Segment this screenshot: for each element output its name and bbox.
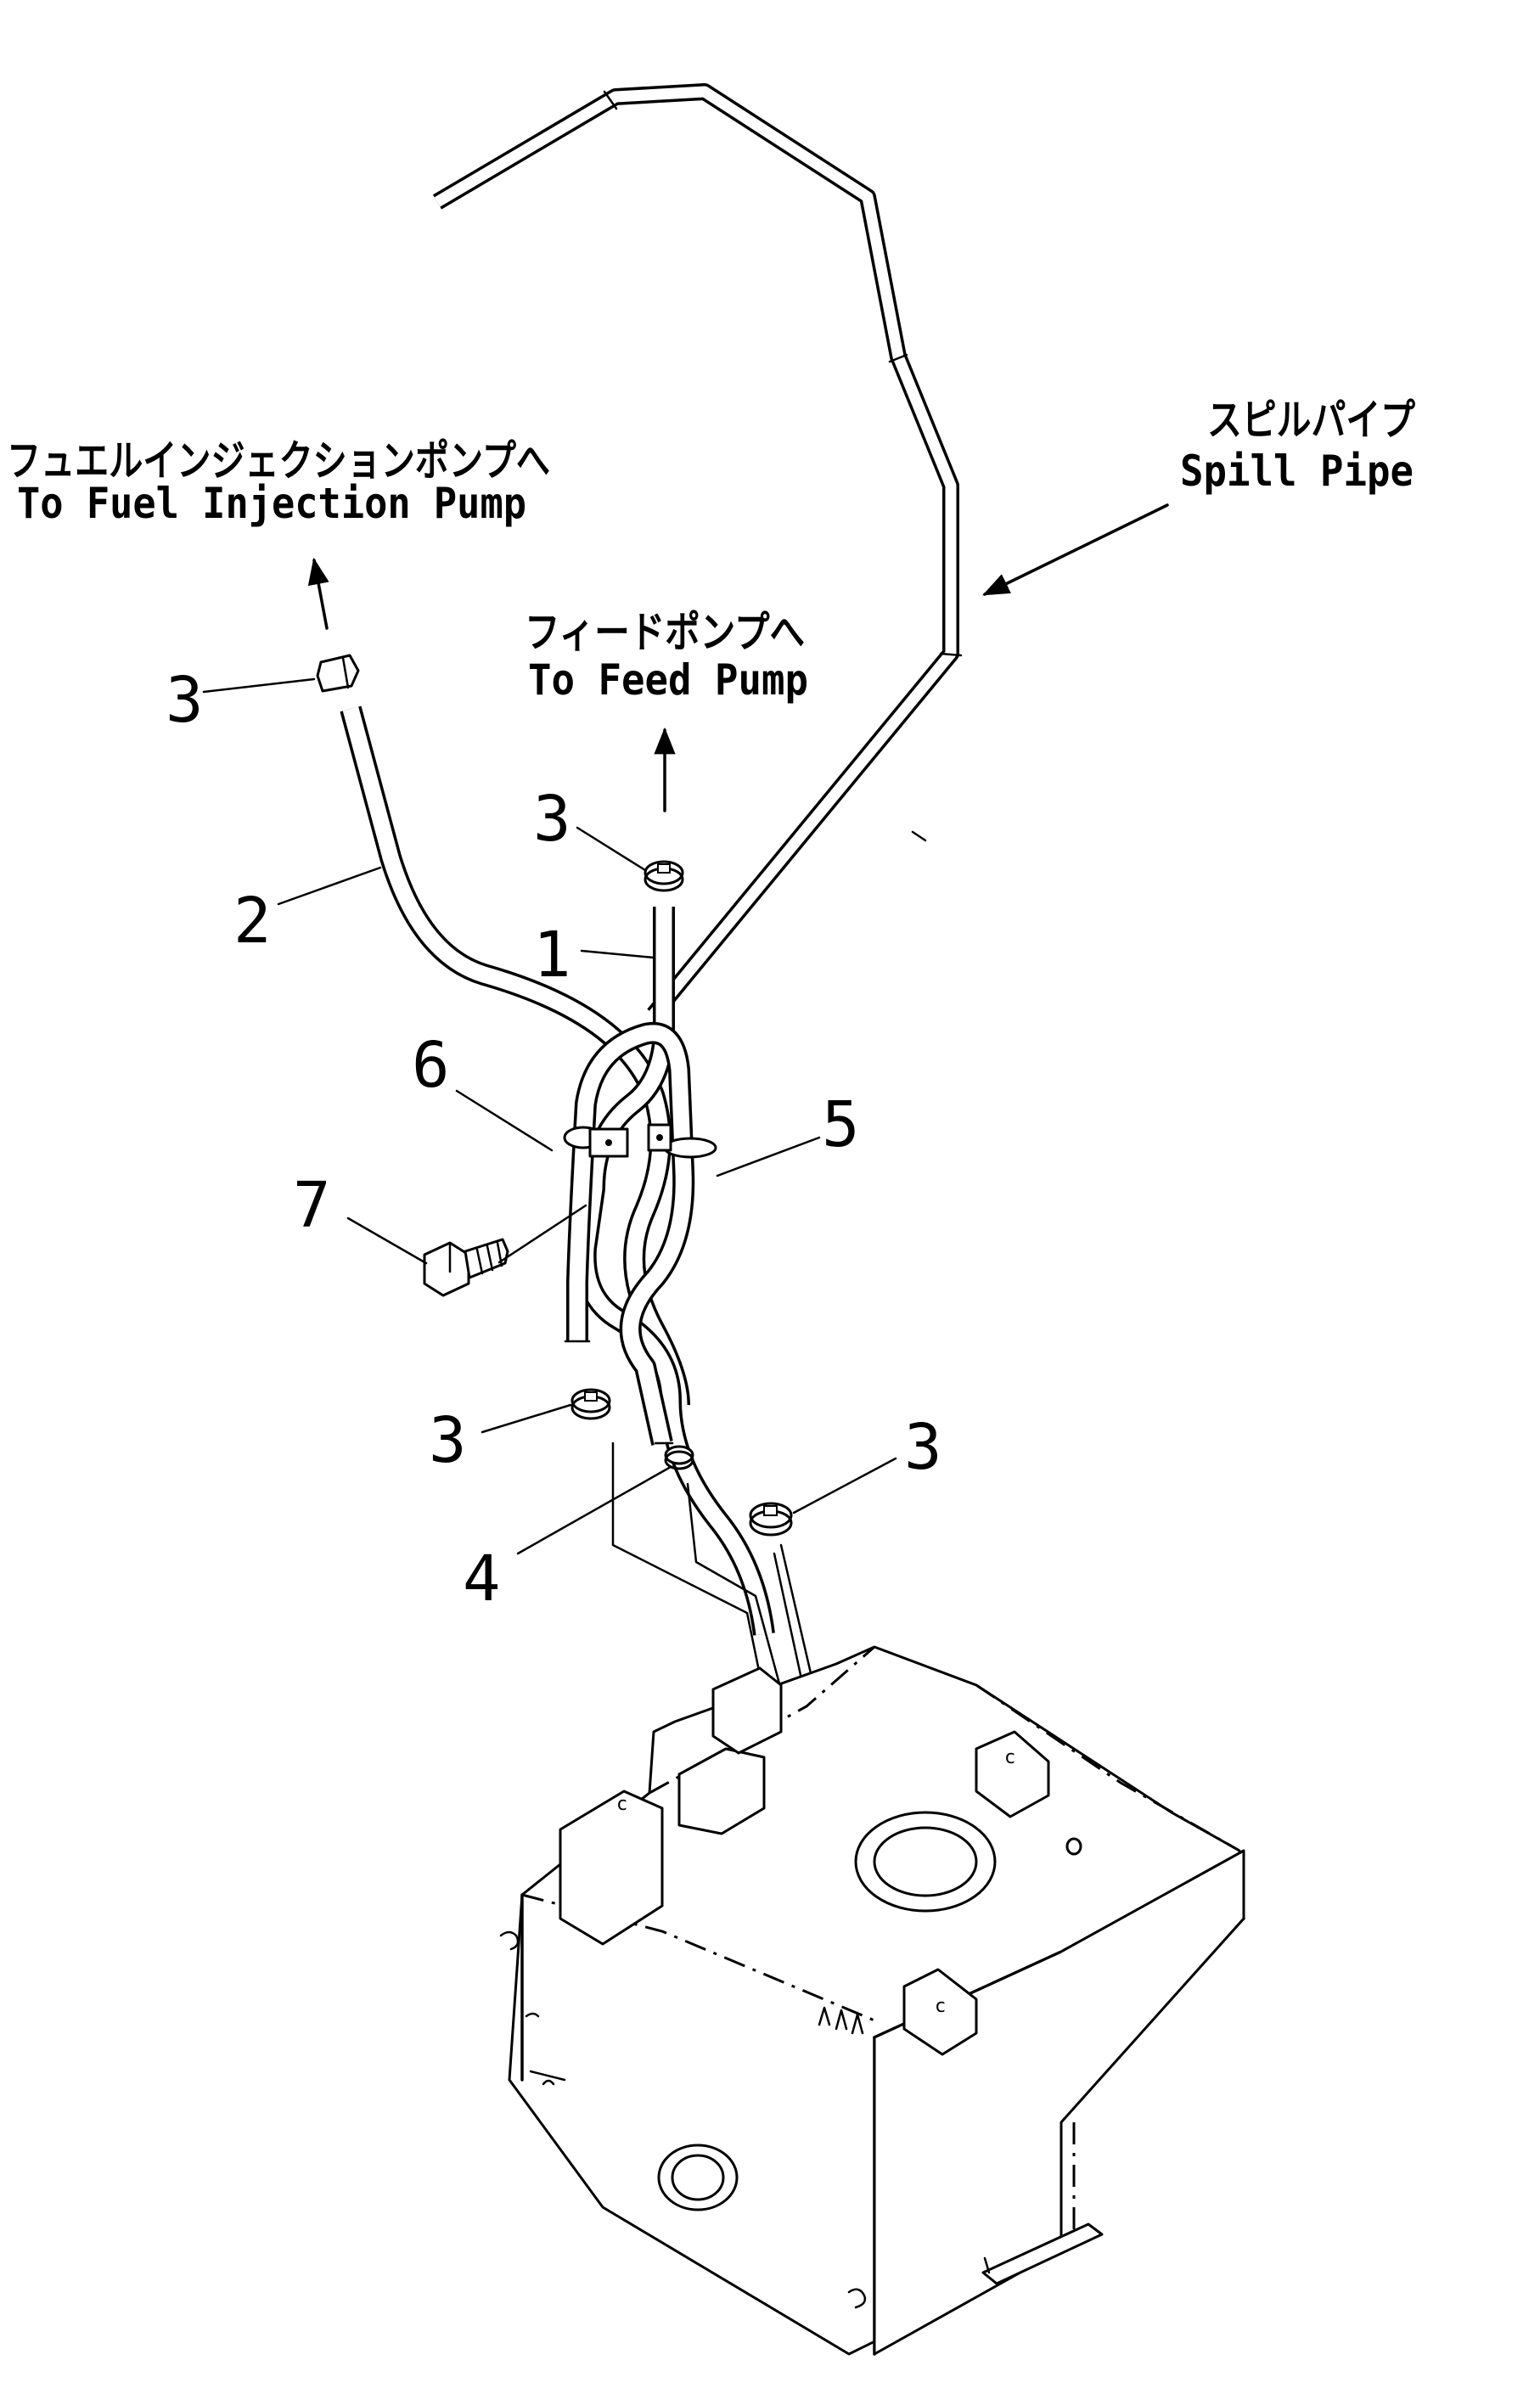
- clip-6: [563, 1126, 629, 1158]
- label-feed-pump-en: To Feed Pump: [528, 655, 808, 705]
- callout-3-lower-left: 3: [429, 1404, 467, 1477]
- spill-pipe-leader: [982, 503, 1169, 596]
- fuel-tank: c c c: [499, 1645, 1245, 2356]
- clamp-top-center: [644, 860, 684, 892]
- label-spill-pipe-en: Spill Pipe: [1180, 447, 1414, 496]
- svg-text:c: c: [1004, 1747, 1015, 1768]
- bolt-7: [423, 1238, 509, 1297]
- callout-7: 7: [293, 1169, 331, 1242]
- arrow-fuel-injection: [307, 557, 329, 630]
- clamp-lower-right: [749, 1502, 793, 1537]
- svg-text:c: c: [616, 1794, 627, 1815]
- callout-5: 5: [822, 1088, 860, 1161]
- spill-pipe: [432, 83, 963, 1020]
- hose-2: [340, 705, 690, 1406]
- callout-6: 6: [412, 1029, 450, 1102]
- callout-3-top-left: 3: [166, 664, 204, 737]
- hose-return: [564, 1021, 695, 1446]
- label-fuel-injection-jp: フュエルインジェクションポンプへ: [7, 436, 550, 486]
- callout-1: 1: [533, 919, 571, 992]
- svg-text:c: c: [935, 1996, 946, 2017]
- leader-lines: [202, 677, 897, 1555]
- callout-3-top-center: 3: [533, 783, 571, 856]
- label-fuel-injection-en: To Fuel Injection Pump: [17, 479, 526, 528]
- clamp-lower-left: [570, 1388, 611, 1420]
- clamp-4: [664, 1445, 694, 1470]
- label-spill-pipe-jp: スピルパイプ: [1207, 396, 1415, 445]
- callout-2: 2: [233, 885, 272, 958]
- callout-4: 4: [463, 1542, 501, 1616]
- label-feed-pump-jp: フィードポンプへ: [525, 608, 805, 657]
- clip-5: [647, 1123, 717, 1159]
- callout-3-lower-right: 3: [904, 1411, 942, 1484]
- clamp-top-left: [316, 654, 360, 693]
